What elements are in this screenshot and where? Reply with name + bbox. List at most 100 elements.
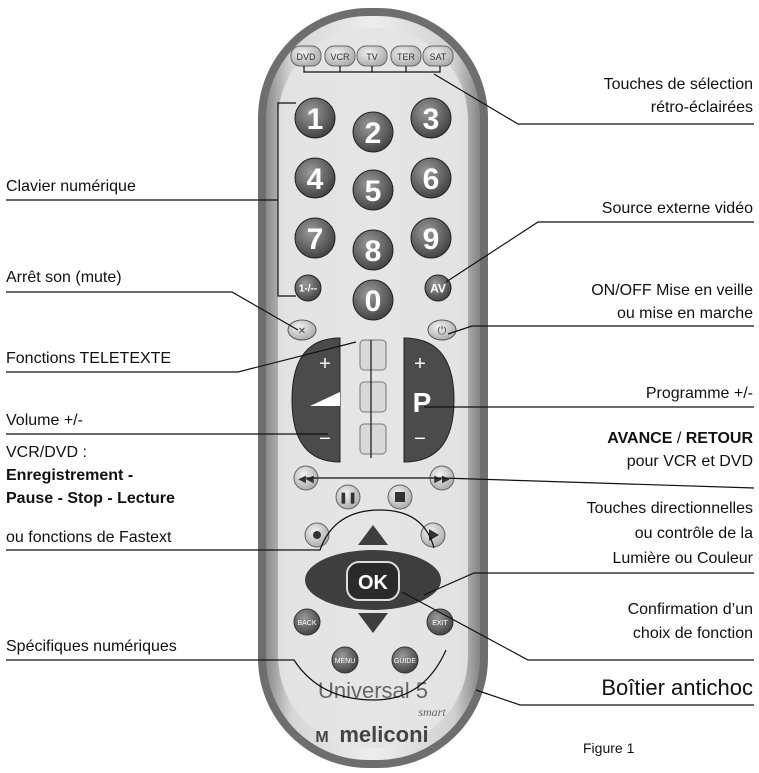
back-button [293,608,321,636]
leader-case [475,689,754,706]
label-ff-1: AVANCE / RETOUR [607,429,753,449]
back-label: BACK [297,620,316,627]
digit-key-2[interactable]: 2 [352,111,394,153]
leader-dir [423,572,754,596]
label-dir-1: Touches directionnelles [586,500,753,517]
label-teletext: Fonctions TELETEXTE [6,350,172,367]
stop-icon [395,492,405,502]
leader-teletext [6,341,357,373]
leader-av [445,221,754,283]
digit-key-8[interactable]: 8 [352,229,394,271]
menu-button [331,646,359,674]
digit-key-body [410,97,452,139]
digit-key-body [352,169,394,211]
leader-source-bracket [303,66,441,73]
source-key-label: TV [366,52,378,62]
label-av-source: Source externe vidéo [601,200,753,217]
label-mute: Arrêt son (mute) [6,269,122,286]
source-key-dvd[interactable]: DVD [290,45,322,67]
digit-key-body [294,97,336,139]
play-icon [429,529,439,541]
digit-key-1-/--[interactable]: 1-/-- [294,274,322,302]
digit-key-0[interactable]: 0 [352,279,394,321]
source-key-body [290,45,322,67]
digit-key-4[interactable]: 4 [294,157,336,199]
label-confirm-1: Confirmation d’un [627,601,753,618]
programme-letter: P [413,387,432,418]
digit-key-6[interactable]: 6 [410,157,452,199]
digit-key-label: 3 [423,103,440,136]
source-key-label: SAT [430,52,447,62]
label-programme: Programme +/- [645,385,753,402]
digit-key-label: 0 [365,285,382,318]
digit-key-body [294,274,322,302]
rewind-icon: ◀◀ [298,474,314,485]
guide-label: GUIDE [394,658,417,665]
label-rec-1: Enregistrement - [6,467,134,484]
digit-key-label: AV [430,281,446,295]
digit-key-body [294,157,336,199]
label-ff-retour: RETOUR [685,430,753,447]
programme-minus: − [414,428,426,450]
record-icon [313,531,321,539]
label-ff-sep: / [672,430,686,447]
model-smart: smart [418,705,446,719]
digit-key-1[interactable]: 1 [294,97,336,139]
volume-ramp-icon [310,392,340,406]
pause-button [335,484,361,510]
menu-label: MENU [335,658,356,665]
volume-plus: + [319,353,331,375]
label-figure: Figure 1 [583,740,635,756]
label-power-2: ou mise en marche [616,305,753,322]
label-case: Boîtier antichoc [601,675,753,700]
source-key-body [422,45,454,67]
digit-key-label: 9 [423,223,440,256]
forward-icon: ▶▶ [434,474,450,485]
digit-key-label: 6 [423,163,440,196]
programme-pad [403,337,455,463]
source-key-sat[interactable]: SAT [422,45,454,67]
label-backlit-1: Touches de sélection [603,76,753,93]
digit-key-body [352,111,394,153]
leader-confirm [401,591,754,661]
programme-plus: + [414,353,426,375]
digit-key-body [352,229,394,271]
source-key-label: DVD [296,52,316,62]
label-fastext: ou fonctions de Fastext [6,529,172,546]
digit-key-5[interactable]: 5 [352,169,394,211]
digit-key-body [410,217,452,259]
digit-key-3[interactable]: 3 [410,97,452,139]
leader-transport [6,509,435,551]
brand-name: meliconi [339,722,428,747]
digit-key-7[interactable]: 7 [294,217,336,259]
label-vcr-dvd: VCR/DVD : [6,444,87,461]
model-name: Universal 5 [318,678,428,703]
label-power-1: ON/OFF Mise en veille [591,282,753,299]
leader-power [447,325,754,335]
leader-mute [6,291,299,331]
teletext-key-2 [359,381,387,413]
leader-keypad-bracket [277,102,296,297]
nav-up [358,525,388,545]
power-button [427,319,457,341]
label-dir-3: Lumière ou Couleur [612,550,753,567]
digit-key-label: 1 [307,103,324,136]
leader-digital [6,649,447,701]
teletext-key-3 [359,423,387,455]
mute-icon: ✕ [298,326,306,337]
digit-key-body [424,274,452,302]
label-confirm-2: choix de fonction [632,625,753,642]
digit-key-label: 2 [365,117,382,150]
label-ff-avance: AVANCE [607,430,673,447]
leader-ff [306,477,755,489]
digit-key-AV[interactable]: AV [424,274,452,302]
nav-down [358,613,388,633]
label-dir-2: ou contrôle de la [634,525,753,542]
digit-key-9[interactable]: 9 [410,217,452,259]
label-keypad: Clavier numérique [6,178,136,195]
digit-key-label: 7 [307,223,324,256]
digit-key-label: 4 [307,163,324,196]
